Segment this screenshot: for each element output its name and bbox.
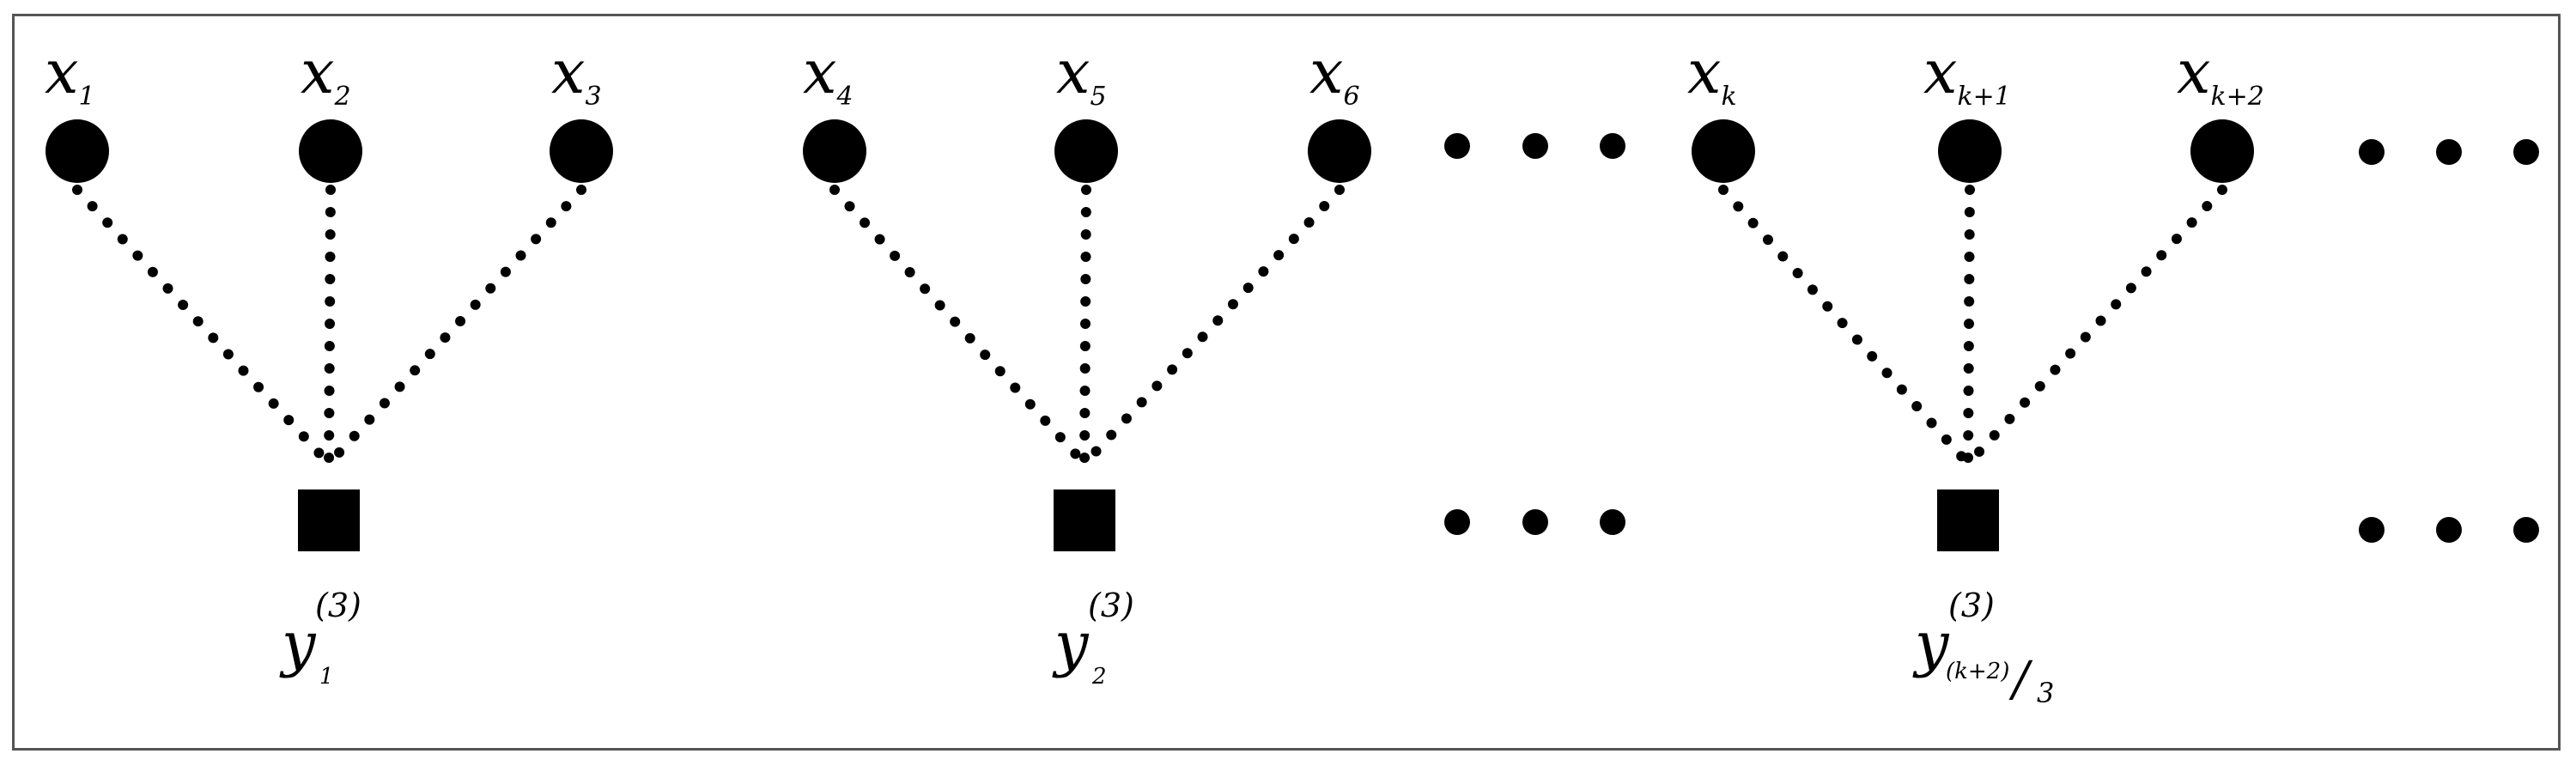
variable-node-x3 bbox=[550, 119, 613, 183]
edge-group2-2 bbox=[1079, 185, 1091, 469]
factor-label-y2-subscript: 2 bbox=[1091, 664, 1107, 690]
variable-node-x2 bbox=[299, 119, 362, 183]
factor-label-y2: y bbox=[1052, 609, 1090, 679]
node-label-xk: xk bbox=[1687, 37, 1737, 112]
variable-node-xk bbox=[1692, 119, 1755, 183]
group-1: x1 x2 x3 y (3) 1 bbox=[45, 37, 613, 690]
factor-label-yk-denominator: 3 bbox=[2037, 677, 2054, 709]
node-label-x6: x6 bbox=[1309, 37, 1360, 112]
edge-group2-3 bbox=[1079, 185, 1345, 469]
factor-label-y1-subscript: 1 bbox=[319, 664, 334, 690]
edge-group1-1 bbox=[72, 185, 334, 469]
variable-node-x1 bbox=[46, 119, 109, 183]
node-label-x4: x4 bbox=[803, 37, 854, 112]
ellipsis-dot bbox=[2513, 517, 2539, 543]
group-k: xk xk+1 xk+2 y (3) (k+2) / 3 bbox=[1687, 37, 2264, 709]
factor-label-y1-superscript: (3) bbox=[315, 587, 361, 624]
edge-group3-3 bbox=[1963, 185, 2227, 469]
group-2: x4 x5 x6 y (3) 2 bbox=[803, 37, 1371, 690]
node-label-xk2: xk+2 bbox=[2177, 37, 2264, 112]
ellipsis-bottom-right bbox=[2359, 517, 2539, 543]
node-label-xk1: xk+1 bbox=[1923, 37, 2011, 112]
node-label-x3: x3 bbox=[551, 37, 602, 112]
ellipsis-top-right bbox=[2359, 139, 2539, 165]
factor-node-yk bbox=[1937, 489, 1999, 551]
ellipsis-top-middle bbox=[1444, 133, 1625, 159]
variable-node-xk2 bbox=[2190, 119, 2254, 183]
node-label-x2: x2 bbox=[301, 37, 351, 112]
ellipsis-dot bbox=[1600, 509, 1625, 535]
diagram-frame bbox=[12, 14, 2561, 751]
edge-group1-2 bbox=[324, 185, 336, 469]
ellipsis-dot bbox=[1444, 509, 1470, 535]
ellipsis-dot bbox=[1444, 133, 1470, 159]
factor-label-yk-superscript: (3) bbox=[1948, 587, 1995, 624]
edge-group3-2 bbox=[1963, 185, 1975, 469]
ellipsis-dot bbox=[2359, 139, 2385, 165]
factor-node-y1 bbox=[298, 489, 360, 551]
ellipsis-dot bbox=[2513, 139, 2539, 165]
ellipsis-dot bbox=[1522, 133, 1548, 159]
factor-label-y1: y bbox=[279, 609, 317, 679]
ellipsis-dot bbox=[2359, 517, 2385, 543]
factor-label-yk-subscript: (k+2) bbox=[1946, 659, 2009, 684]
variable-node-x6 bbox=[1308, 119, 1371, 183]
node-label-x5: x5 bbox=[1056, 37, 1107, 112]
ellipsis-dot bbox=[2436, 517, 2462, 543]
edge-group2-1 bbox=[829, 185, 1090, 469]
factor-label-y2-superscript: (3) bbox=[1088, 587, 1134, 624]
variable-node-x4 bbox=[803, 119, 866, 183]
factor-node-y2 bbox=[1054, 489, 1115, 551]
ellipsis-dot bbox=[1522, 509, 1548, 535]
ellipsis-dot bbox=[1600, 133, 1625, 159]
ellipsis-bottom-middle bbox=[1444, 509, 1625, 535]
edge-group3-1 bbox=[1718, 185, 1973, 469]
variable-node-xk1 bbox=[1938, 119, 2002, 183]
factor-label-yk-slash: / bbox=[2008, 652, 2033, 708]
edges bbox=[72, 185, 2227, 469]
edge-group1-3 bbox=[324, 185, 586, 469]
factor-label-yk: y bbox=[1912, 609, 1950, 679]
node-label-x1: x1 bbox=[45, 37, 95, 112]
variable-node-x5 bbox=[1054, 119, 1118, 183]
ellipsis-dot bbox=[2436, 139, 2462, 165]
